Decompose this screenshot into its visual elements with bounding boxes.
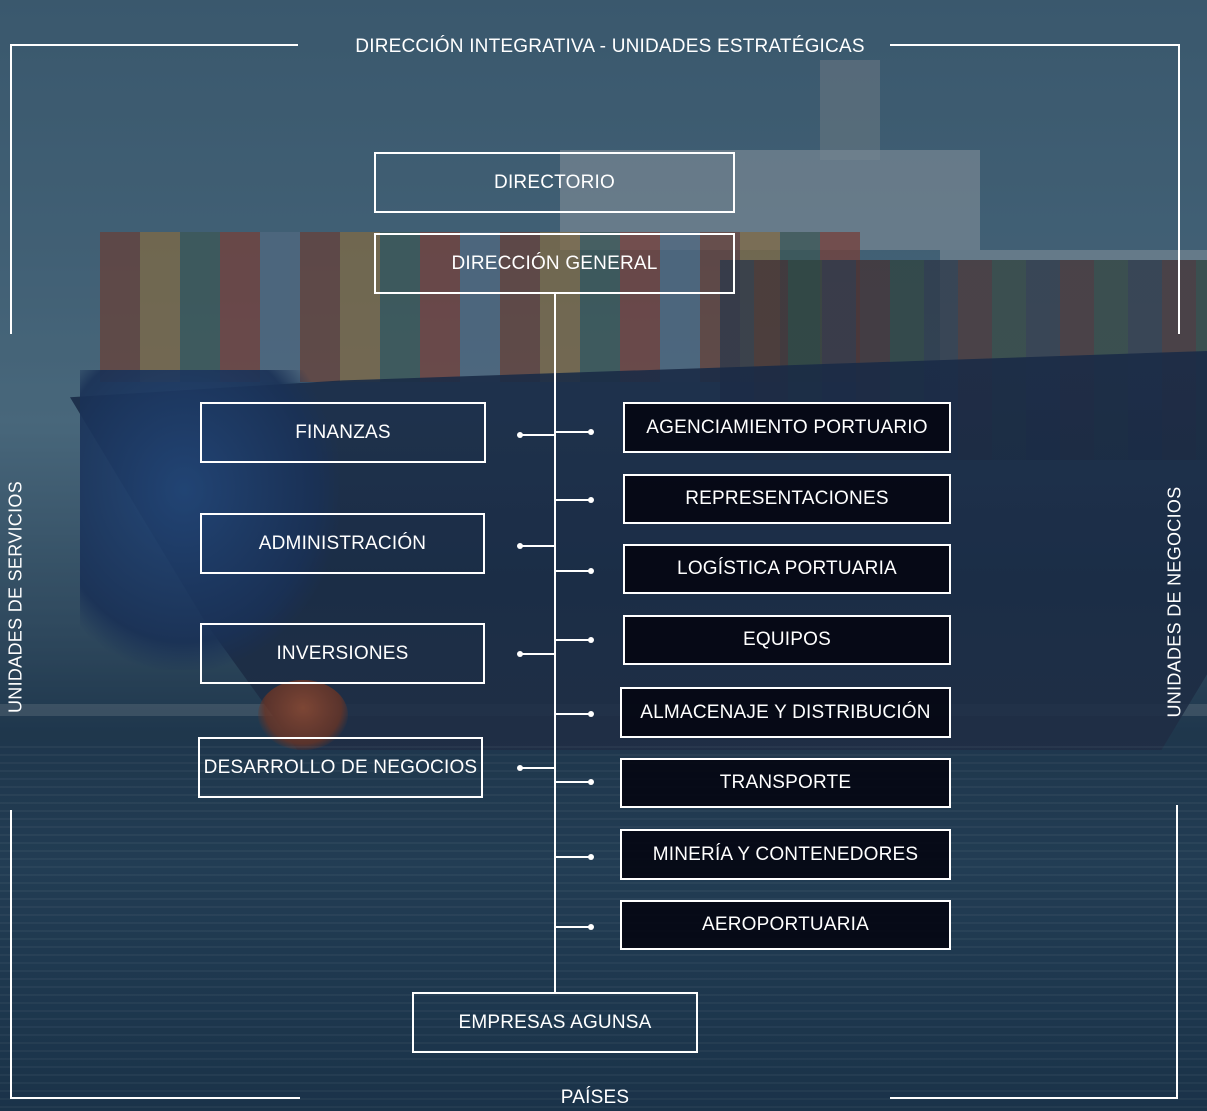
frame-bottom-left — [10, 1097, 300, 1099]
connector-left — [520, 545, 556, 547]
box-service-unit: DESARROLLO DE NEGOCIOS — [198, 737, 483, 798]
connector-dot — [588, 924, 594, 930]
side-label-business: UNIDADES DE NEGOCIOS — [1164, 486, 1185, 718]
box-direccion-general: DIRECCIÓN GENERAL — [374, 233, 735, 294]
box-business-unit: TRANSPORTE — [620, 758, 951, 808]
box-directorio: DIRECTORIO — [374, 152, 735, 213]
box-business-unit: LOGÍSTICA PORTUARIA — [623, 544, 951, 594]
connector-right — [556, 713, 593, 715]
box-business-unit: ALMACENAJE Y DISTRIBUCIÓN — [620, 687, 951, 738]
connector-right — [556, 570, 593, 572]
connector-dot — [588, 711, 594, 717]
connector-dot — [588, 429, 594, 435]
box-service-unit: ADMINISTRACIÓN — [200, 513, 485, 574]
connector-dot — [588, 637, 594, 643]
side-label-services: UNIDADES DE SERVICIOS — [5, 480, 26, 714]
box-empresas-agunsa: EMPRESAS AGUNSA — [412, 992, 698, 1053]
frame-left-lower — [10, 810, 12, 1099]
frame-top-right — [890, 44, 1180, 46]
box-business-unit: AGENCIAMIENTO PORTUARIO — [623, 402, 951, 453]
connector-dot — [517, 651, 523, 657]
connector-dot — [517, 543, 523, 549]
footer-title: PAÍSES — [560, 1087, 630, 1108]
connector-dot — [517, 432, 523, 438]
connector-left — [520, 653, 556, 655]
frame-right-lower — [1176, 805, 1178, 1099]
header-title: DIRECCIÓN INTEGRATIVA - UNIDADES ESTRATÉ… — [355, 36, 865, 57]
frame-top-left — [10, 44, 298, 46]
sea-waves-shape — [0, 740, 1207, 1111]
box-business-unit: EQUIPOS — [623, 615, 951, 665]
connector-right — [556, 781, 593, 783]
connector-right — [556, 856, 593, 858]
connector-right — [556, 639, 593, 641]
connector-right — [556, 926, 593, 928]
connector-dot — [588, 497, 594, 503]
connector-dot — [588, 854, 594, 860]
box-service-unit: FINANZAS — [200, 402, 486, 463]
box-business-unit: MINERÍA Y CONTENEDORES — [620, 829, 951, 880]
connector-right — [556, 499, 593, 501]
frame-left-upper — [10, 44, 12, 334]
main-trunk-line — [554, 292, 556, 994]
connector-dot — [517, 765, 523, 771]
box-business-unit: REPRESENTACIONES — [623, 474, 951, 524]
box-service-unit: INVERSIONES — [200, 623, 485, 684]
connector-dot — [588, 779, 594, 785]
connector-dot — [588, 568, 594, 574]
box-business-unit: AEROPORTUARIA — [620, 900, 951, 950]
connector-right — [556, 431, 593, 433]
ship-mast-shape — [820, 60, 880, 160]
frame-right-upper — [1178, 44, 1180, 334]
ship-bow-shape — [80, 370, 340, 670]
connector-left — [520, 767, 556, 769]
connector-left — [520, 434, 556, 436]
frame-bottom-right — [890, 1097, 1178, 1099]
